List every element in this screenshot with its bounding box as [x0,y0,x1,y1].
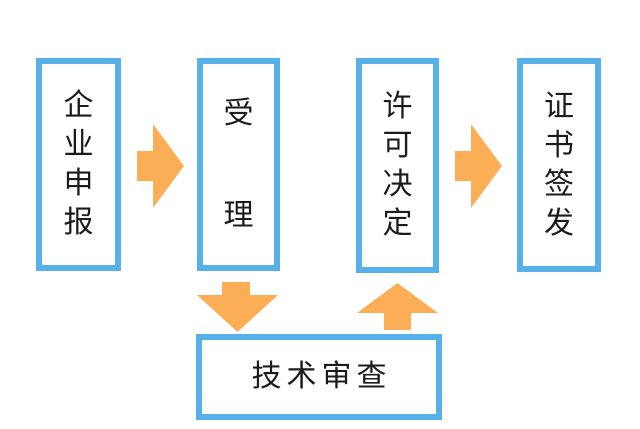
node-label-review: 技术审查 [251,360,392,393]
label-char: 报 [63,206,94,239]
arrow-right-icon [455,124,502,208]
label-gap [222,138,256,192]
flow-node-accept: 受理 [197,58,280,271]
node-label-accept: 受理 [222,96,256,232]
label-char: 决 [382,168,413,201]
label-char: 发 [544,206,574,240]
arrow-down-icon [197,282,278,332]
node-label-decision: 许可决定 [381,92,415,239]
node-label-declare: 企业申报 [62,91,96,238]
label-char: 业 [63,128,94,161]
flow-node-issue: 证书签发 [517,58,601,272]
label-char: 证 [544,89,574,123]
arrow-right-icon [137,124,184,208]
label-char: 定 [382,207,413,240]
label-char: 签 [544,167,574,201]
label-char: 许 [382,90,413,123]
flow-node-declare: 企业申报 [36,58,121,271]
label-char: 受 [223,96,254,130]
label-char: 可 [382,129,413,162]
node-label-issue: 证书签发 [542,89,576,240]
label-char: 企 [63,89,94,122]
arrow-up-icon [357,283,438,330]
label-char: 申 [63,167,94,200]
label-char: 书 [544,128,574,162]
flow-node-decision: 许可决定 [356,58,439,273]
label-char: 理 [223,198,254,232]
flow-node-review: 技术审查 [196,334,442,420]
